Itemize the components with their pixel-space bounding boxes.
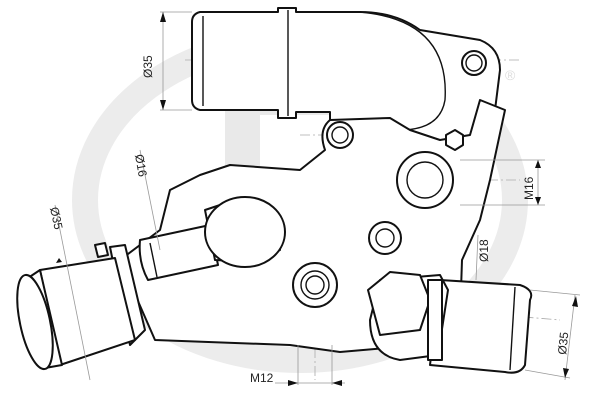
label-top-outlet-diameter: Ø35 [141, 55, 155, 78]
right-outlet-pipe [367, 271, 533, 374]
label-bolt-thread: M16 [522, 176, 536, 200]
left-inlet-pipe [16, 242, 146, 371]
label-bottom-pipe-diameter: Ø18 [477, 239, 491, 262]
label-mount-bolt-thread: M12 [250, 371, 274, 385]
dimension-lines [54, 11, 581, 386]
small-pipe [138, 196, 286, 281]
label-small-pipe-diameter: Ø16 [132, 153, 150, 178]
registered-mark: ® [505, 67, 516, 83]
dimension-labels: Ø35 Ø16 Ø35 M16 Ø18 M12 Ø35 [47, 55, 571, 385]
label-right-outlet-diameter: Ø35 [555, 331, 571, 355]
label-left-inlet-diameter: Ø35 [47, 206, 65, 231]
